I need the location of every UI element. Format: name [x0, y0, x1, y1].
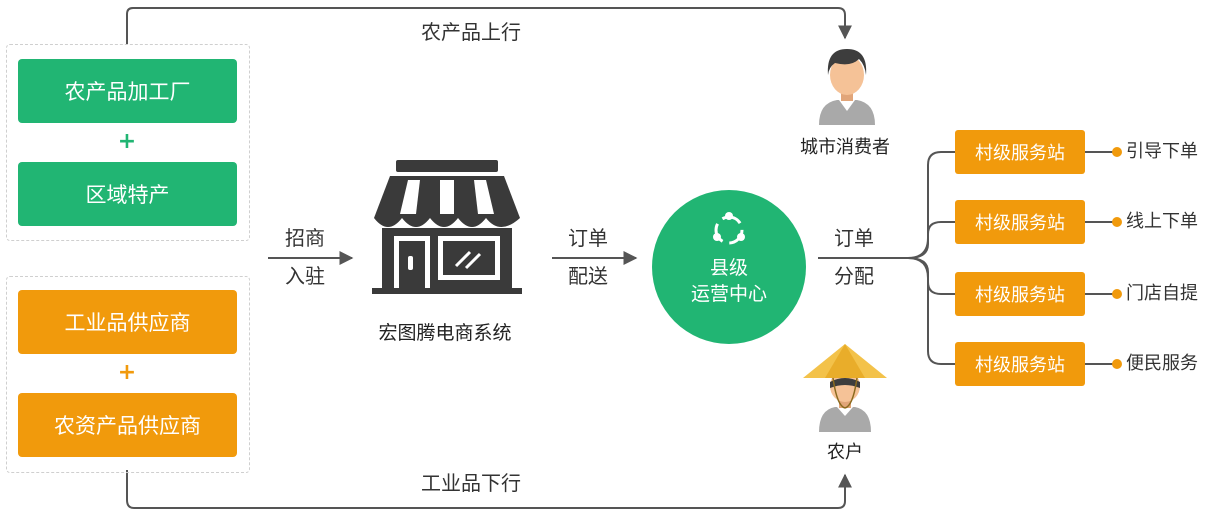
- hub-label-line1: 县级: [709, 257, 748, 279]
- agri-source-group: [6, 44, 250, 241]
- service-guided-order: 引导下单: [1126, 141, 1198, 162]
- delivery-label-2: 配送: [568, 264, 608, 288]
- dispatch-branch-4: [907, 257, 955, 365]
- agri-input-supplier-node: 农资产品供应商: [18, 393, 237, 457]
- urban-consumer-avatar-icon: [819, 49, 875, 125]
- dispatch-branch-2: [907, 221, 955, 259]
- village-station-4: 村级服务站: [955, 342, 1085, 386]
- share-network-icon: [713, 212, 745, 245]
- hub-label-line2: 运营中心: [690, 283, 767, 305]
- service-online-order: 线上下单: [1126, 211, 1198, 232]
- agri-processing-plant-node: 农产品加工厂: [18, 59, 237, 123]
- village-station-3: 村级服务站: [955, 272, 1085, 316]
- industrial-plus-sign: +: [117, 360, 137, 385]
- farmer-avatar-icon: [803, 344, 887, 432]
- dispatch-label-1: 订单: [834, 226, 874, 250]
- storefront-icon: [372, 160, 522, 294]
- top-flow-line: [126, 7, 852, 44]
- recruit-label-1: 招商: [285, 226, 325, 250]
- farmer-label: 农户: [827, 442, 863, 463]
- service-convenience: 便民服务: [1126, 353, 1198, 374]
- recruit-label-2: 入驻: [285, 264, 325, 288]
- agri-plus-sign: +: [117, 129, 137, 154]
- urban-consumer-label: 城市消费者: [800, 137, 890, 158]
- county-operation-center: 县级 运营中心: [652, 190, 806, 344]
- industrial-supplier-node: 工业品供应商: [18, 290, 237, 354]
- delivery-label-1: 订单: [568, 226, 608, 250]
- service-connectors: [1085, 147, 1122, 369]
- bottom-flow-label: 工业品下行: [421, 471, 521, 495]
- dispatch-branch-3: [907, 257, 955, 295]
- industrial-source-group: [6, 276, 250, 473]
- village-station-1: 村级服务站: [955, 130, 1085, 174]
- regional-specialty-node: 区域特产: [18, 162, 237, 226]
- dispatch-label-2: 分配: [834, 264, 874, 288]
- dispatch-branch-1: [907, 151, 955, 259]
- village-station-2: 村级服务站: [955, 200, 1085, 244]
- platform-name: 宏图腾电商系统: [378, 322, 512, 344]
- bottom-flow-line: [126, 470, 852, 509]
- top-flow-label: 农产品上行: [421, 20, 521, 44]
- service-store-pickup: 门店自提: [1126, 283, 1198, 304]
